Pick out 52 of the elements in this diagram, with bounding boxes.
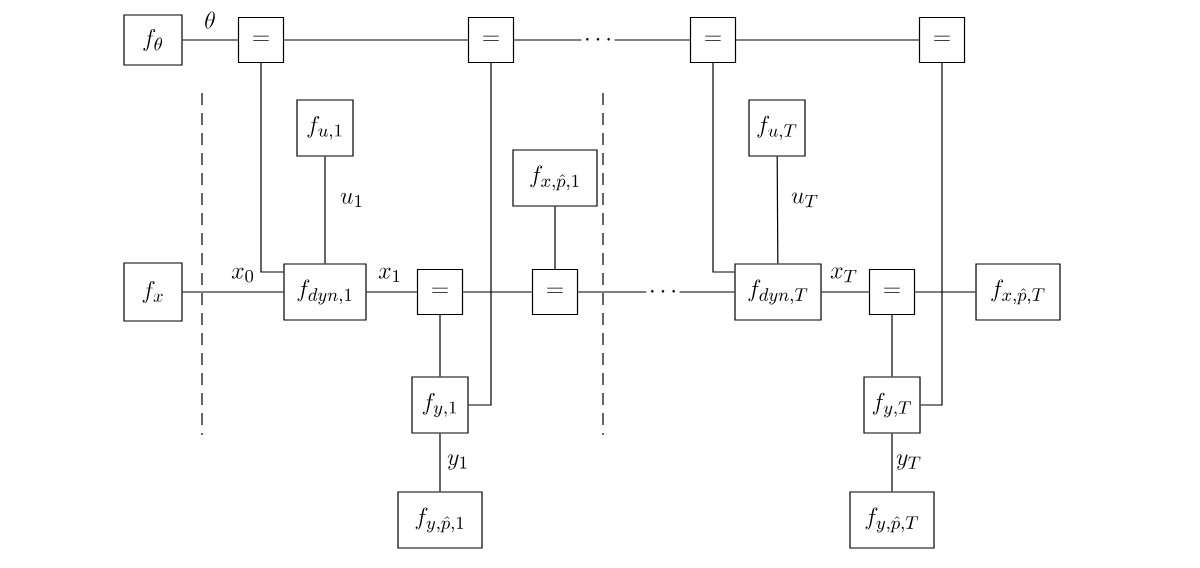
edge-label: $\theta$ [205,11,215,29]
connector-line [821,291,870,293]
edge-label: $u_T$ [791,192,818,208]
equality-box: $=$ [868,268,916,316]
equality-box: $=$ [689,16,737,64]
factor-box: $f_{u,1}$ [296,99,354,157]
connector-line [554,206,556,270]
connector-line [920,62,943,406]
factor-box: $f_\theta$ [123,14,183,66]
connector-line [735,39,920,41]
equality-box: $=$ [531,268,579,316]
connector-line [283,39,469,41]
connector-line [577,291,647,293]
ellipsis: $\cdots$ [651,290,675,293]
factor-box: $f_{dyn,T}$ [734,263,822,321]
connector-line [914,291,976,293]
edge-label: $y_T$ [896,454,921,470]
equality-box: $=$ [918,16,966,64]
connector-line [324,156,326,264]
connector-line [614,39,691,41]
factor-box: $f_{y,\hat{p},T}$ [849,491,935,549]
connector-line [513,39,582,41]
factor-box: $f_{y,\hat{p},1}$ [397,491,483,549]
connector-line [468,62,492,406]
connector-line [776,156,779,264]
factor-box: $f_x$ [123,262,183,322]
connector-line [679,291,735,293]
equality-box: $=$ [416,268,464,316]
connector-line [182,39,239,41]
ellipsis: $\cdots$ [586,38,610,41]
connector-line [462,291,533,293]
connector-line [439,433,441,492]
edge-label: $x_1$ [378,267,400,282]
equality-box: $=$ [237,16,285,64]
equality-box: $=$ [467,16,515,64]
edge-label: $u_1$ [340,192,362,207]
edge-label: $y_1$ [447,454,467,470]
edge-label: $x_0$ [231,267,254,283]
factor-box: $f_{x,\hat{p},T}$ [975,263,1061,321]
connector-line [891,433,893,492]
factor-box: $f_{x,\hat{p},1}$ [512,149,598,207]
factor-box: $f_{dyn,1}$ [283,263,367,321]
factor-box: $f_{y,1}$ [411,376,469,434]
connector-line [260,62,284,273]
factor-box: $f_{u,T}$ [748,99,806,157]
factor-box: $f_{y,T}$ [863,376,921,434]
edge-label: $x_T$ [830,267,857,283]
connector-line [891,314,893,377]
connector-line [712,62,735,273]
connector-line [366,291,418,293]
connector-line [439,314,441,377]
connector-line [182,291,284,293]
